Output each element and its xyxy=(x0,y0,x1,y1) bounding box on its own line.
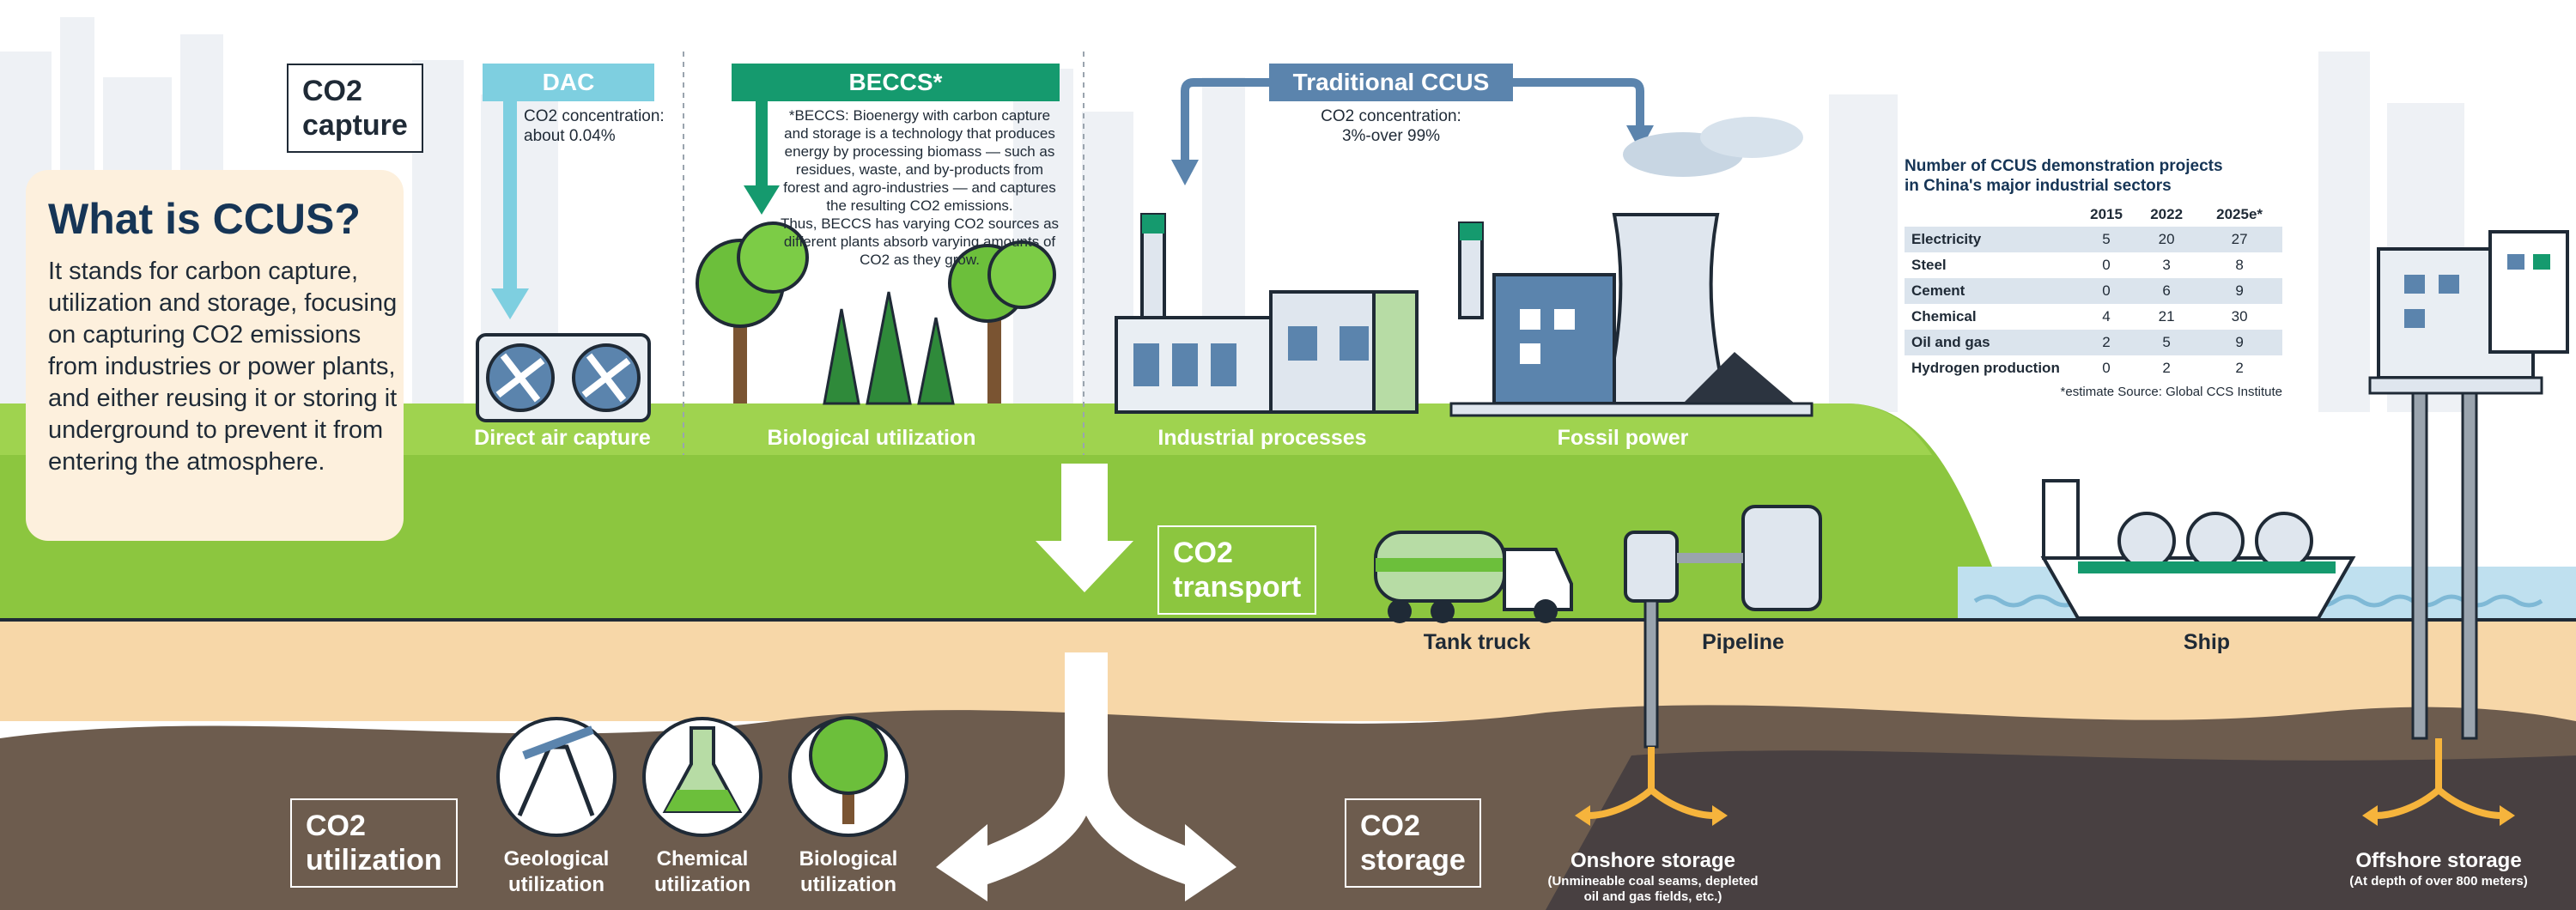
table-cell: 30 xyxy=(2196,304,2282,330)
transport-arrow xyxy=(1036,464,1133,592)
onshore-storage-arrow xyxy=(1588,747,1715,819)
intro-body: It stands for carbon capture, utilizatio… xyxy=(48,258,398,476)
offshore-storage-title: Offshore storage xyxy=(2355,849,2522,872)
beccs-note: *BECCS: Bioenergy with carbon capture an… xyxy=(780,107,1060,268)
dac-banner-label: DAC xyxy=(542,69,595,95)
tank-truck xyxy=(1374,531,1573,623)
geological-utilization-icon xyxy=(496,717,617,837)
skyline-background xyxy=(0,17,2464,412)
table-cell: 20 xyxy=(2136,227,2197,252)
table-cell: 27 xyxy=(2196,227,2282,252)
traditional-ccus-note: CO2 concentration:3%-over 99% xyxy=(1321,107,1461,145)
table-cell: 5 xyxy=(2076,227,2137,252)
biological-utilization-icon xyxy=(788,716,908,837)
table-cell: 0 xyxy=(2076,252,2137,278)
table-row-label: Hydrogen production xyxy=(1905,355,2076,381)
table-cell: 9 xyxy=(2196,278,2282,304)
table-cell: 0 xyxy=(2076,355,2137,381)
table-row-label: Chemical xyxy=(1905,304,2076,330)
offshore-platform xyxy=(2368,230,2569,740)
underground-deep xyxy=(1546,750,2576,910)
table-cell: 0 xyxy=(2076,278,2137,304)
table-row-label: Cement xyxy=(1905,278,2076,304)
table-column-header: 2022 xyxy=(2150,206,2184,222)
table-cell: 2 xyxy=(2196,355,2282,381)
table-note: *estimate Source: Global CCS Institute xyxy=(2060,385,2282,399)
table-cell: 21 xyxy=(2136,304,2197,330)
table-cell: 2 xyxy=(2076,330,2137,355)
dac-banner: DAC xyxy=(483,64,654,101)
utilization-storage-arrow xyxy=(936,652,1236,901)
table-cell: 4 xyxy=(2076,304,2137,330)
chemical-utilization-icon xyxy=(642,717,762,837)
table-column-header xyxy=(1905,203,2076,227)
traditional-ccus-banner-label: Traditional CCUS xyxy=(1292,69,1490,95)
lng-ship xyxy=(2040,479,2356,620)
table-cell: 2 xyxy=(2136,355,2197,381)
table-row-label: Electricity xyxy=(1905,227,2076,252)
beccs-banner: BECCS* xyxy=(732,64,1060,101)
onshore-storage-title: Onshore storage xyxy=(1570,849,1736,872)
table-column-header: 2015 xyxy=(2090,206,2123,222)
table-cell: 6 xyxy=(2136,278,2197,304)
direct-air-capture-label: Direct air capture xyxy=(474,426,651,450)
offshore-storage-arrow xyxy=(2375,738,2502,819)
biological-utilization-source-label: Biological utilization xyxy=(767,426,976,450)
table-cell: 9 xyxy=(2196,330,2282,355)
table-cell: 5 xyxy=(2136,330,2197,355)
table-column-header: 2025e* xyxy=(2216,206,2263,222)
intro-card: What is CCUS? It stands for carbon captu… xyxy=(26,170,404,541)
pipeline-equipment xyxy=(1624,505,1822,749)
table-row-label: Steel xyxy=(1905,252,2076,278)
industrial-factory xyxy=(1115,213,1419,414)
fossil-power-label: Fossil power xyxy=(1557,426,1689,450)
tank-truck-label: Tank truck xyxy=(1423,630,1531,654)
beccs-banner-label: BECCS* xyxy=(848,69,943,95)
pipeline-label: Pipeline xyxy=(1702,630,1784,654)
dac-note: CO2 concentration:about 0.04% xyxy=(524,107,665,145)
soil-layer xyxy=(0,618,2576,721)
forest xyxy=(696,221,1056,405)
industrial-processes-label: Industrial processes xyxy=(1157,426,1367,450)
direct-air-capture-unit xyxy=(476,333,651,422)
table-cell: 3 xyxy=(2136,252,2197,278)
table-cell: 8 xyxy=(2196,252,2282,278)
table-header-row: 2015 2022 2025e* xyxy=(1905,203,2282,227)
ship-label: Ship xyxy=(2183,630,2231,654)
traditional-ccus-banner: Traditional CCUS xyxy=(1269,64,1513,101)
table-row-label: Oil and gas xyxy=(1905,330,2076,355)
fossil-power-plant xyxy=(1449,117,1814,417)
offshore-storage-note: (At depth of over 800 meters) xyxy=(2349,874,2528,889)
intro-title: What is CCUS? xyxy=(48,195,361,243)
